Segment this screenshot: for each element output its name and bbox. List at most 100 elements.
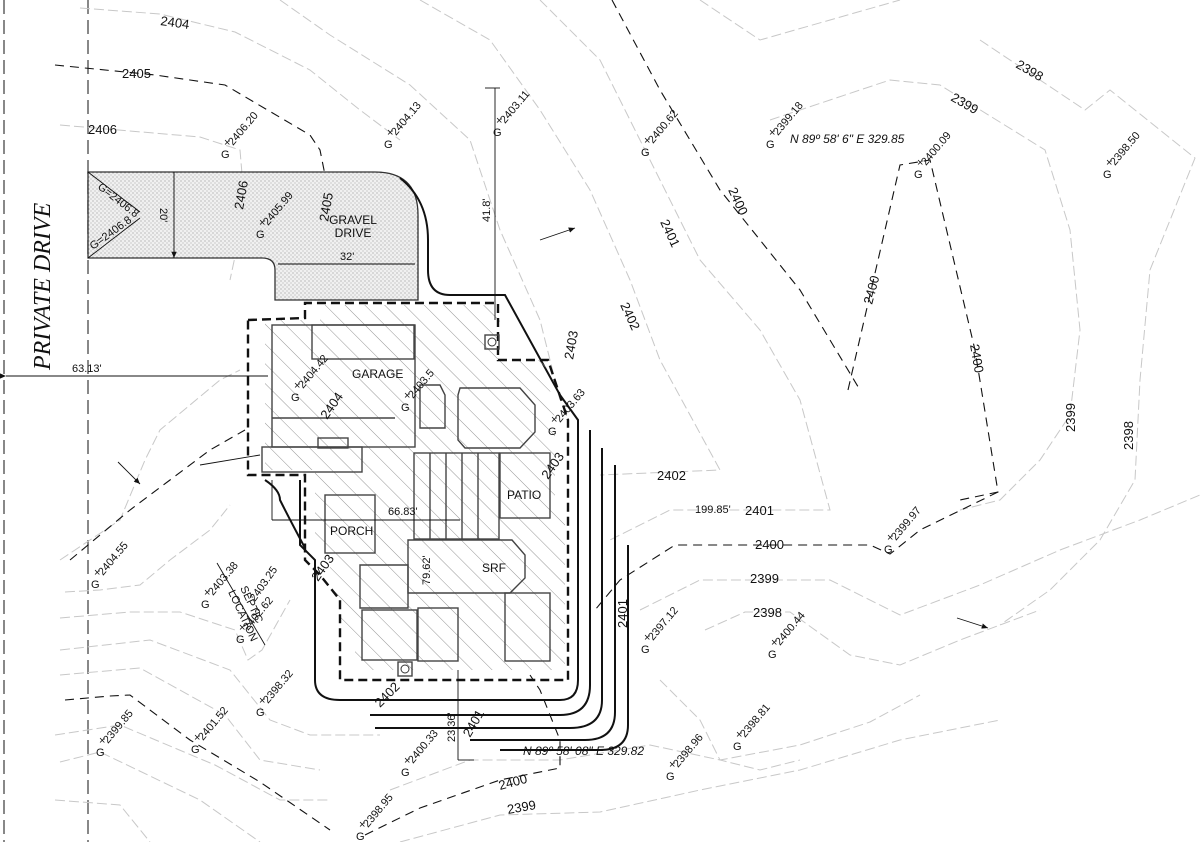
contour-label: 2398	[753, 605, 782, 620]
spot-x-icon: ×	[736, 729, 742, 741]
contour-2399-east	[769, 79, 1081, 511]
grade-marker: G	[766, 139, 775, 151]
spot-elevation-value: 2399.97	[889, 505, 924, 543]
room-porch: PORCH	[330, 524, 373, 538]
room-srf: SRF	[482, 561, 506, 575]
contour-label: 2398	[1014, 57, 1047, 84]
spot-elevation-value: 2403.11	[498, 88, 532, 126]
grade-marker: G	[548, 426, 557, 438]
contour-label: 2400	[967, 343, 987, 374]
contour-label: 2400	[860, 274, 882, 306]
spot-x-icon: ×	[644, 632, 650, 644]
contour-label: 2400	[755, 537, 784, 552]
road-label: PRIVATE DRIVE	[30, 202, 56, 371]
spot-x-icon: ×	[644, 135, 650, 147]
grade-marker: G	[641, 147, 650, 159]
contour-label: 2398	[1121, 421, 1136, 450]
spot-x-icon: ×	[887, 532, 893, 544]
driveway-label-2: DRIVE	[335, 226, 372, 240]
drive-length-label: 32'	[340, 251, 354, 263]
driveway-edge	[299, 177, 579, 701]
major-contours	[54, 0, 999, 836]
spot-x-icon: ×	[551, 414, 557, 426]
room-patio: PATIO	[507, 488, 541, 502]
spot-elevation-value: 2406.20	[226, 110, 261, 148]
minor-contours	[54, 0, 1200, 842]
spot-x-icon: ×	[496, 115, 502, 127]
contour-2399-top	[699, 0, 901, 41]
grade-marker: G	[256, 707, 265, 719]
spot-elevation-value: 2397.12	[646, 605, 681, 643]
contour-label: 2405	[316, 191, 336, 222]
room-octagon	[457, 387, 536, 449]
interior-y-label: 79.62'	[421, 555, 433, 585]
house-footprint	[246, 301, 570, 682]
spot-x-icon: ×	[224, 137, 230, 149]
spot-x-icon: ×	[769, 127, 775, 139]
grade-marker: G	[884, 544, 893, 556]
spot-elevation-value: 2398.96	[671, 732, 706, 770]
bearing-north: N 89º 58' 6" E 329.85	[790, 132, 905, 146]
contour-2399-s	[639, 494, 1200, 616]
contour-2399-bottom	[399, 719, 1001, 842]
grade-marker: G	[384, 139, 393, 151]
contour-2397-w	[54, 799, 151, 842]
contour-label: 2406	[88, 122, 117, 137]
contour-2403-n	[279, 0, 561, 401]
west-setback-label: 63.13'	[72, 363, 102, 375]
contour-label: 2399	[949, 90, 982, 117]
north-setback-label: 41.8'	[481, 198, 493, 222]
spot-x-icon: ×	[359, 819, 365, 831]
interior-x-label: 66.83'	[388, 506, 418, 518]
grade-marker: G	[201, 599, 210, 611]
contour-label: 2402	[372, 679, 403, 710]
east-setback-label: 199.85'	[695, 504, 731, 516]
spot-x-icon: ×	[99, 735, 105, 747]
room-garage: GARAGE	[352, 367, 403, 381]
grade-marker: G	[236, 634, 245, 646]
grade-marker: G	[733, 741, 742, 753]
contour-label: 2401	[657, 217, 683, 250]
grade-marker: G	[291, 392, 300, 404]
spot-x-icon: ×	[294, 380, 300, 392]
spot-x-icon: ×	[669, 759, 675, 771]
contour-label: 2401	[745, 503, 774, 518]
contour-2398-w	[59, 751, 261, 842]
contour-2398-east	[979, 39, 1196, 626]
spot-x-icon: ×	[239, 622, 245, 634]
grade-marker: G	[401, 402, 410, 414]
grade-marker: G	[914, 169, 923, 181]
contour-label: 2406	[231, 179, 251, 210]
flow-arrow-1	[539, 227, 576, 241]
contour-2400-loop	[847, 159, 999, 501]
contour-label: 2399	[1063, 403, 1078, 432]
grade-marker: G	[768, 649, 777, 661]
spot-elevation-value: 2398.81	[738, 702, 773, 740]
contour-label: 2400	[497, 771, 529, 793]
contour-label: 2399	[750, 571, 779, 586]
contour-2404	[79, 7, 401, 141]
contour-label: 2401	[615, 599, 630, 628]
spot-x-icon: ×	[404, 755, 410, 767]
contour-label: 2403	[561, 329, 581, 360]
spot-x-icon: ×	[387, 127, 393, 139]
contour-label: 2404	[160, 13, 191, 32]
contour-label: 2399	[506, 797, 537, 817]
contour-2405-major	[54, 64, 326, 176]
spot-x-icon: ×	[94, 567, 100, 579]
contour-label: 2402	[657, 468, 686, 483]
bearing-south: N 89º 58' 08" E 329.82	[523, 744, 644, 758]
flow-arrow-2	[117, 461, 141, 485]
dimension-lines	[0, 87, 989, 761]
grade-marker: G	[191, 744, 200, 756]
